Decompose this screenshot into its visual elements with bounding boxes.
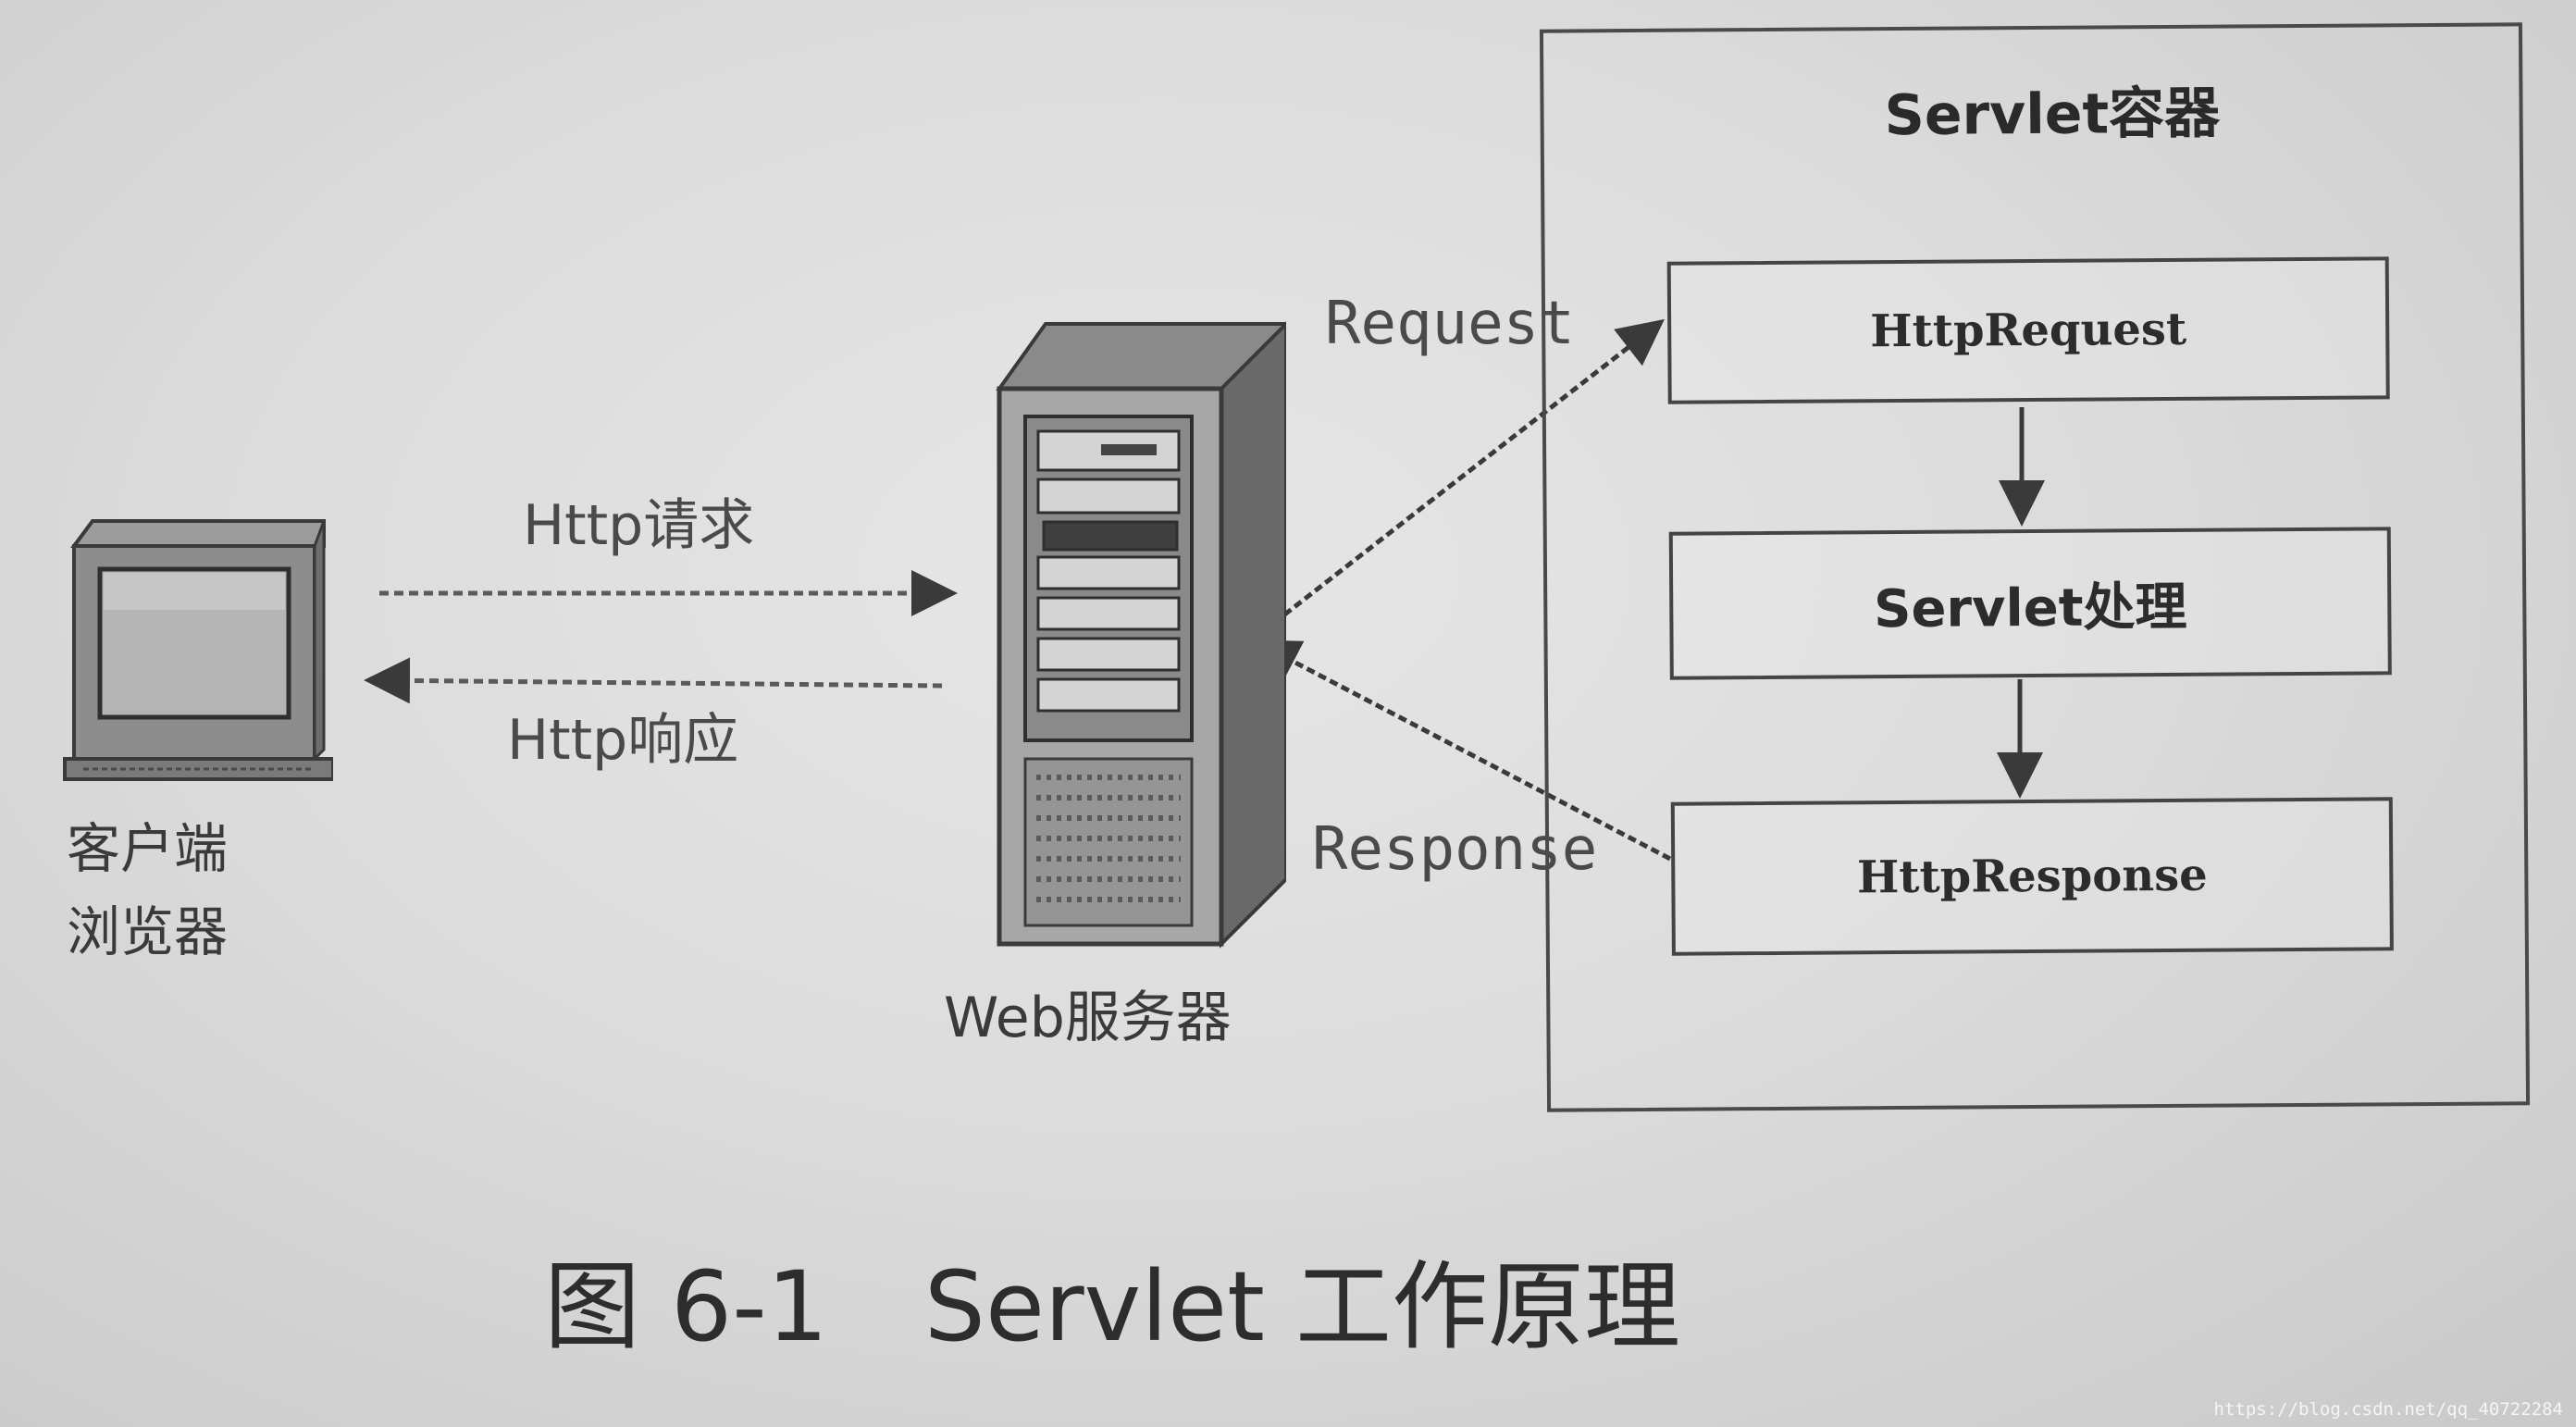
step-http-request-label: HttpRequest bbox=[1870, 303, 2187, 358]
request-label: Request bbox=[1325, 290, 1575, 358]
response-arrow bbox=[1252, 639, 1672, 862]
servlet-container: Servlet容器 HttpRequest Servlet处理 HttpResp… bbox=[1539, 22, 2531, 1112]
http-response-label: Http响应 bbox=[507, 708, 739, 773]
watermark: https://blog.csdn.net/qq_40722284 bbox=[2213, 1399, 2564, 1420]
step-http-response-label: HttpResponse bbox=[1856, 849, 2208, 904]
step-http-response: HttpResponse bbox=[1670, 797, 2394, 956]
computer-icon bbox=[63, 519, 333, 781]
figure-caption: 图 6-1 Servlet 工作原理 bbox=[544, 1250, 1680, 1363]
response-label: Response bbox=[1312, 815, 1598, 884]
step-servlet-processing-label: Servlet处理 bbox=[1873, 577, 2187, 639]
container-title: Servlet容器 bbox=[1884, 81, 2221, 149]
client-label-line1: 客户端 bbox=[67, 817, 229, 880]
client-label-line2: 浏览器 bbox=[67, 900, 229, 963]
server-label: Web服务器 bbox=[944, 986, 1232, 1050]
http-response-arrow bbox=[364, 657, 943, 704]
server-rack-icon bbox=[996, 321, 1286, 949]
http-request-label: Http请求 bbox=[523, 493, 755, 558]
step-servlet-processing: Servlet处理 bbox=[1668, 527, 2392, 680]
step-http-request: HttpRequest bbox=[1666, 256, 2390, 404]
request-arrow bbox=[1252, 318, 1665, 640]
